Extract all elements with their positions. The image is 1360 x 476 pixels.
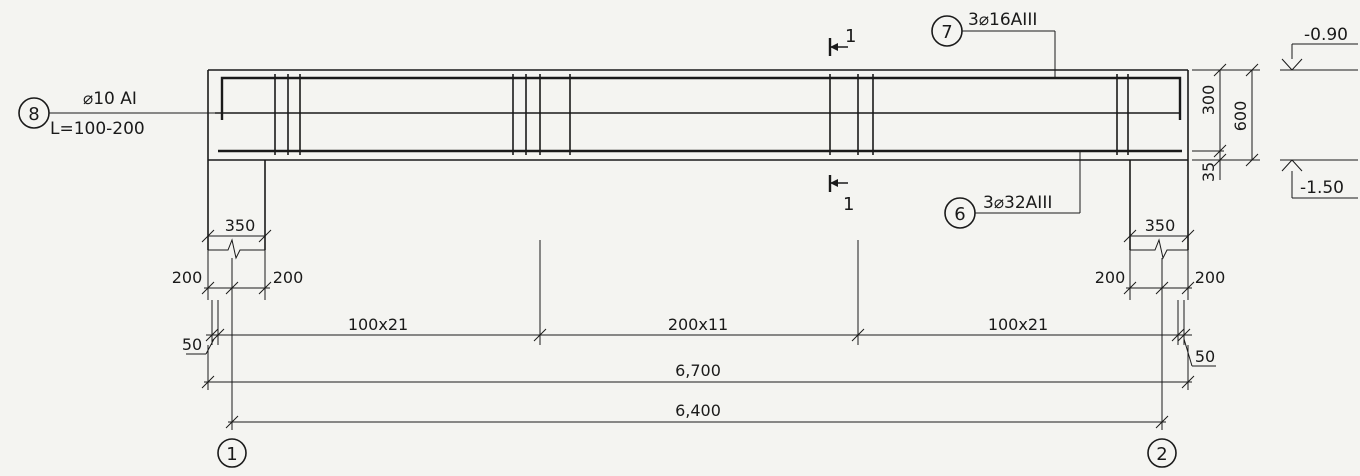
- callout-stirrups: 8 ⌀10 AI L=100-200: [18, 89, 300, 139]
- axis-marker-2: 2: [1147, 438, 1177, 468]
- stirrups: [274, 74, 1129, 155]
- callout-top-bars: 7 3⌀16AIII: [931, 10, 1056, 78]
- axis-span-label: 6,400: [675, 401, 721, 420]
- elevation-bottom: -1.50: [1280, 159, 1358, 199]
- end-spacing-left-label: 50: [182, 335, 202, 354]
- offset-right-a: 200: [1095, 268, 1126, 287]
- support-left: [207, 160, 266, 260]
- end-spacing-right-label: 50: [1195, 347, 1215, 366]
- stirrups-end-left: 100x21: [348, 315, 408, 334]
- elevation-bottom-label: -1.50: [1300, 178, 1344, 198]
- callout-7-number: 7: [941, 22, 952, 43]
- stirrups-end-right: 100x21: [988, 315, 1048, 334]
- dim-beam-depth: 600: [1231, 101, 1250, 132]
- section-marker-bottom: 1: [828, 175, 854, 215]
- axis-1-label: 1: [226, 444, 237, 465]
- support-right: [1129, 160, 1189, 260]
- callout-bottom-bars: 6 3⌀32AIII: [944, 151, 1081, 229]
- vertical-dimensions: 300 600 35: [1192, 63, 1260, 182]
- support-width-left: 350: [201, 216, 272, 243]
- stirrup-spacing-chain: 100x21 200x11 100x21: [205, 240, 1192, 345]
- offset-dims-left: 200 200: [172, 250, 304, 430]
- callout-8-number: 8: [28, 104, 39, 125]
- end-spacing-right: 50: [1183, 338, 1216, 367]
- section-mark-label-top: 1: [845, 26, 856, 47]
- axis-span-dim: 6,400: [225, 401, 1169, 429]
- callout-8-label-line1: ⌀10 AI: [83, 89, 137, 109]
- dim-upper-depth: 300: [1199, 85, 1218, 116]
- axis-marker-1: 1: [217, 438, 247, 468]
- support-width-right-label: 350: [1145, 216, 1176, 235]
- elevation-top: -0.90: [1280, 25, 1358, 71]
- offset-left-a: 200: [172, 268, 203, 287]
- support-width-left-label: 350: [225, 216, 256, 235]
- beam-outline: [207, 69, 1189, 161]
- offset-dims-right: 200 200: [1095, 250, 1226, 430]
- callout-6-label: 3⌀32AIII: [983, 193, 1052, 213]
- offset-right-b: 200: [1195, 268, 1226, 287]
- callout-8-label-line2: L=100-200: [50, 119, 145, 139]
- total-length-dim: 6,700: [201, 345, 1195, 390]
- offset-left-b: 200: [273, 268, 304, 287]
- stirrups-mid: 200x11: [668, 315, 728, 334]
- top-rebar: [220, 76, 1182, 120]
- elevation-top-label: -0.90: [1304, 25, 1348, 45]
- end-spacing-left: 50: [182, 335, 215, 355]
- section-mark-label-bottom: 1: [843, 194, 854, 215]
- support-width-right: 350: [1123, 216, 1195, 243]
- axis-2-label: 2: [1156, 444, 1167, 465]
- dim-cover: 35: [1199, 162, 1218, 182]
- callout-7-label: 3⌀16AIII: [968, 10, 1037, 30]
- total-length-label: 6,700: [675, 361, 721, 380]
- callout-6-number: 6: [954, 204, 965, 225]
- section-marker-top: 1: [828, 26, 856, 56]
